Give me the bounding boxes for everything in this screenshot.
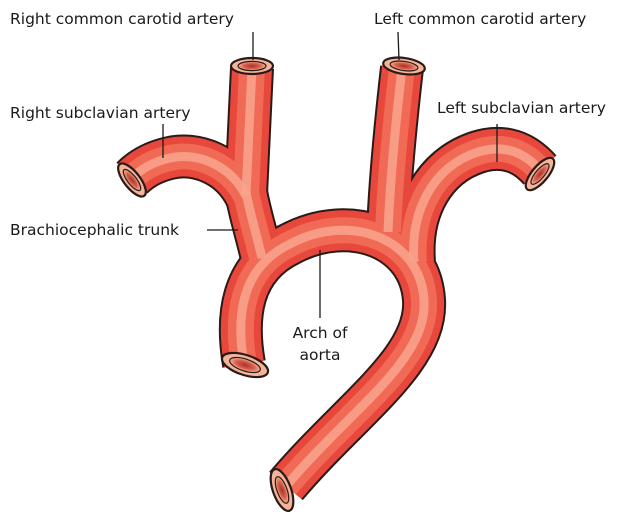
- label-arch-of-aorta-line1: Arch of: [293, 324, 348, 342]
- label-brachiocephalic-trunk: Brachiocephalic trunk: [10, 221, 179, 239]
- vessel-tree: [132, 68, 540, 486]
- label-right-common-carotid: Right common carotid artery: [10, 10, 234, 28]
- labels: Right common carotid artery Left common …: [10, 10, 606, 364]
- right-common-carotid-opening: [231, 58, 273, 74]
- label-right-subclavian: Right subclavian artery: [10, 104, 191, 122]
- label-left-subclavian: Left subclavian artery: [437, 99, 606, 117]
- label-left-common-carotid: Left common carotid artery: [374, 10, 586, 28]
- leader-left-common-carotid: [398, 32, 399, 60]
- label-arch-of-aorta-line2: aorta: [300, 346, 341, 364]
